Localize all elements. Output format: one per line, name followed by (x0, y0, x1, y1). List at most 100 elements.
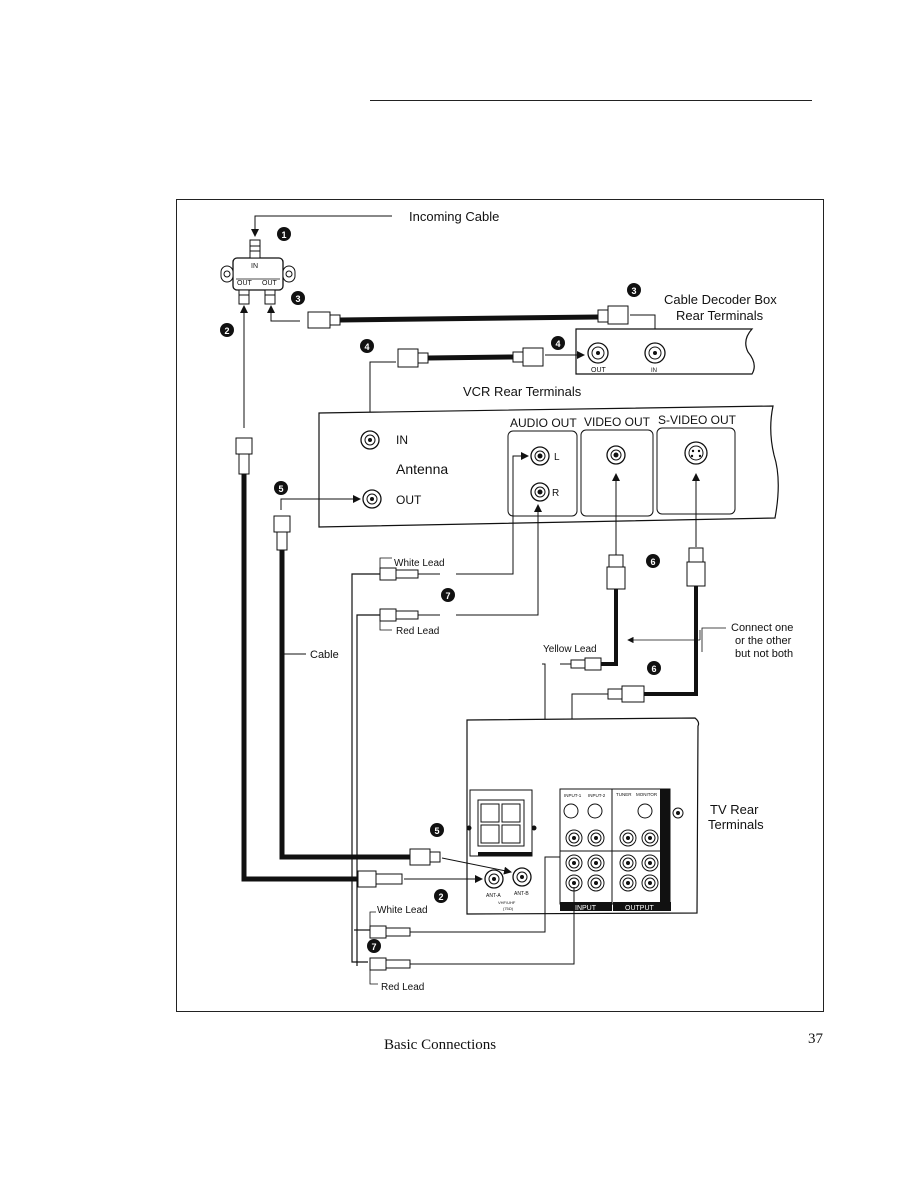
svg-text:7: 7 (371, 942, 376, 952)
av-jack (590, 857, 602, 869)
audio-l-label: L (554, 452, 560, 463)
av-jack-pin (648, 836, 652, 840)
ant-a-link (441, 857, 512, 875)
svideo-jack (563, 803, 579, 819)
white-lead-bottom-label: White Lead (377, 905, 428, 916)
svg-text:3: 3 (295, 294, 300, 304)
tv-tuner-label: TUNER (616, 792, 632, 797)
tv-panel: ANT-A ANT-B VHF/UHF (75Ω) INPUT-1 INPUT-… (466, 717, 700, 915)
vcr-out-link (280, 495, 361, 510)
audio-leads-top: White Lead Red Lead (351, 452, 542, 966)
vcr-out-label: OUT (396, 493, 422, 507)
red-lead-bottom-label: Red Lead (381, 982, 424, 993)
callout-6-bottom: 6 (647, 661, 661, 675)
audio-r-label: R (552, 488, 559, 499)
tv-input-label: INPUT (575, 905, 597, 912)
av-jack (568, 832, 580, 844)
av-jack (590, 877, 602, 889)
av-jack-pin (594, 881, 598, 885)
cable-3 (307, 305, 629, 329)
tv-rear-label-2: Terminals (708, 817, 764, 832)
incoming-cable-label: Incoming Cable (409, 209, 499, 224)
av-jack-pin (572, 861, 576, 865)
svg-text:3: 3 (631, 286, 636, 296)
video-cables (542, 473, 726, 824)
av-jack-pin (626, 861, 630, 865)
ant-a-label: ANT-A (486, 893, 501, 899)
vcr-in-link (366, 361, 396, 429)
cable-label: Cable (310, 649, 339, 661)
callout-2-left: 2 (220, 323, 234, 337)
video-out-label: VIDEO OUT (584, 415, 651, 429)
decoder-in-label: IN (651, 368, 657, 374)
av-jack-pin (626, 836, 630, 840)
incoming-cable-line (251, 215, 392, 237)
callout-2-bottom: 2 (434, 889, 448, 903)
header-rule (370, 100, 812, 101)
tv-monitor-label: MONITOR (636, 792, 658, 797)
callout-3-right: 3 (627, 283, 641, 297)
callout-5-bottom: 5 (430, 823, 444, 837)
splitter-out2-label: OUT (262, 280, 278, 287)
av-jack (644, 877, 656, 889)
callout-4-left: 4 (360, 339, 374, 353)
connect-label-1: Connect one (731, 622, 793, 634)
av-jack-pin (648, 881, 652, 885)
page-number: 37 (808, 1031, 823, 1047)
svg-text:2: 2 (224, 326, 229, 336)
callout-7-bottom: 7 (367, 939, 381, 953)
svideo-jack (637, 803, 653, 819)
av-jack-pin (648, 861, 652, 865)
av-jack (590, 832, 602, 844)
av-jack (622, 832, 634, 844)
splitter-in-label: IN (251, 263, 258, 270)
decoder-out-label: OUT (591, 367, 607, 374)
av-jack (644, 832, 656, 844)
splitter-out2-link (267, 305, 300, 322)
av-jack-pin (572, 881, 576, 885)
av-jack (644, 857, 656, 869)
callout-6-top: 6 (646, 554, 660, 568)
av-jack-pin (594, 861, 598, 865)
callout-1: 1 (277, 227, 291, 241)
diagram-frame (176, 199, 824, 1012)
cable-decoder-label-2: Rear Terminals (676, 308, 764, 323)
callout-4-right: 4 (551, 336, 565, 350)
svideo-jack (587, 803, 603, 819)
tv-input2-label: INPUT-2 (588, 793, 606, 798)
connect-label-3: but not both (735, 648, 793, 660)
white-lead-top-label: White Lead (394, 558, 445, 569)
svg-text:7: 7 (445, 591, 450, 601)
cable-2 (235, 437, 403, 888)
vhf-uhf-label: VHF/UHF (498, 900, 516, 905)
tv-av-jacks (563, 803, 659, 892)
av-jack (622, 857, 634, 869)
cable-decoder-label-1: Cable Decoder Box (664, 292, 777, 307)
av-jack-pin (572, 836, 576, 840)
ohm-label: (75Ω) (503, 906, 514, 911)
av-jack-pin (626, 881, 630, 885)
tv-input1-label: INPUT-1 (564, 793, 582, 798)
av-jack-pin (594, 836, 598, 840)
vcr-rear-label: VCR Rear Terminals (463, 384, 582, 399)
yellow-lead-label: Yellow Lead (543, 644, 597, 655)
audio-out-label: AUDIO OUT (510, 416, 577, 430)
callout-3-left: 3 (291, 291, 305, 305)
cable-5 (273, 515, 441, 866)
audio-leads-bottom: White Lead Red Lead (354, 856, 575, 993)
cable-decoder-box: OUT IN (575, 328, 755, 375)
tv-rear-label-1: TV Rear (710, 802, 759, 817)
antenna-label: Antenna (396, 461, 448, 477)
callout-5-top: 5 (274, 481, 288, 495)
av-jack (568, 857, 580, 869)
svideo-out-label: S-VIDEO OUT (658, 413, 737, 427)
svg-text:4: 4 (364, 342, 369, 352)
footer-title: Basic Connections (384, 1037, 497, 1053)
splitter: IN OUT OUT (220, 239, 296, 305)
vcr-panel: AUDIO OUT VIDEO OUT S-VIDEO OUT IN Anten… (318, 405, 779, 528)
red-lead-top-label: Red Lead (396, 626, 439, 637)
svg-text:4: 4 (555, 339, 560, 349)
tv-output-label: OUTPUT (625, 905, 655, 912)
svg-text:5: 5 (434, 826, 439, 836)
